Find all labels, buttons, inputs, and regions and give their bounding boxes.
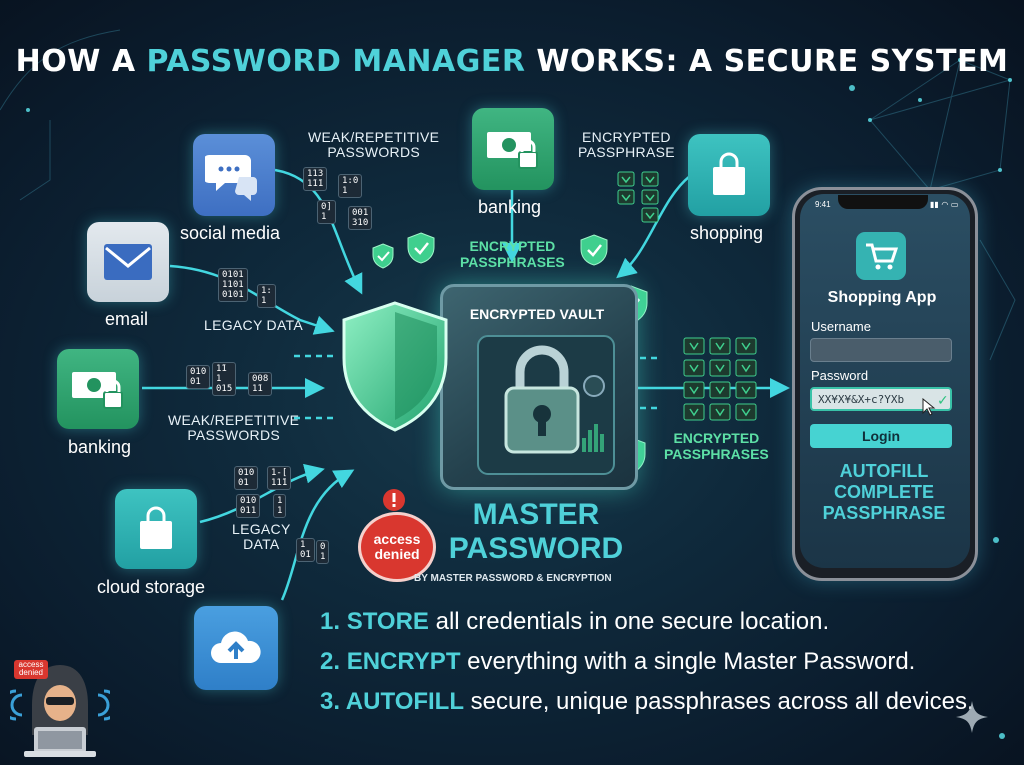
- login-button[interactable]: Login: [810, 424, 952, 448]
- phone-time: 9:41: [815, 200, 831, 209]
- phone-notch: [838, 195, 928, 209]
- encrypted-chip-grid: [683, 337, 757, 421]
- binary-chip: 0] 1: [317, 200, 336, 224]
- money-lock-icon: [487, 132, 538, 169]
- password-label: Password: [811, 368, 869, 383]
- banking-app-tile-left: [57, 349, 139, 429]
- username-label: Username: [811, 319, 871, 334]
- envelope-icon: [104, 244, 152, 280]
- legacy-data-caption-mid: LEGACY DATA: [204, 317, 303, 333]
- cart-icon: [866, 243, 898, 270]
- weak-passwords-caption-top: WEAK/REPETITIVE PASSWORDS: [308, 129, 440, 160]
- step-2: 2. ENCRYPT everything with a single Mast…: [320, 648, 916, 675]
- step-3: 3. AUTOFILL secure, unique passphrases a…: [320, 688, 974, 715]
- chat-bubbles-icon: [205, 155, 257, 201]
- cloud-upload-icon: [211, 631, 261, 663]
- autofill-caption: AUTOFILL COMPLETE PASSPHRASE: [822, 461, 946, 523]
- encrypted-chips: [617, 171, 659, 223]
- sparkle-icon: [956, 701, 988, 733]
- encrypted-passphrase-caption-top: ENCRYPTED PASSPHRASE: [578, 129, 675, 160]
- vault-label: ENCRYPTED VAULT: [469, 306, 605, 322]
- master-password-subtitle: BY MASTER PASSWORD & ENCRYPTION: [414, 573, 612, 584]
- binary-chip: 010 01: [186, 365, 211, 389]
- money-lock-icon: [72, 372, 123, 409]
- binary-chip: 1: 1: [257, 284, 276, 308]
- shield-check-icon: [580, 234, 608, 266]
- binary-chip: 1 0̄1: [296, 538, 315, 562]
- social-media-app-tile: [193, 134, 275, 216]
- legacy-data-caption-low: LEGACY DATA: [232, 521, 291, 552]
- banking-app-tile-top: [472, 108, 554, 190]
- shopping-app-tile: [688, 134, 770, 216]
- cursor-icon: [922, 398, 936, 416]
- binary-chip: 1-[ 11̄1: [267, 466, 292, 490]
- binary-chip: 010 011: [236, 494, 261, 518]
- binary-chip: 1̄1 1 01̄5: [212, 362, 237, 396]
- hacker-access-denied-badge: access denied: [14, 660, 48, 679]
- binary-chip: 1:0 1: [338, 174, 363, 198]
- shopping-bag-icon: [140, 506, 172, 549]
- encrypted-passphrases-caption-center: ENCRYPTED PASSPHRASES: [460, 238, 565, 270]
- shield-check-icon: [372, 243, 394, 269]
- warning-icon: [383, 489, 405, 511]
- binary-chip: 1 1: [273, 494, 287, 518]
- password-field[interactable]: XX¥X¥&X+c?YXb: [810, 387, 952, 411]
- shopping-bag-icon: [713, 152, 745, 195]
- shield-icon: [342, 301, 448, 432]
- banking-left-label: banking: [68, 437, 132, 457]
- master-password-title: MASTER PASSWORD: [448, 498, 624, 565]
- social-media-label: social media: [180, 223, 281, 243]
- shield-check-icon: [407, 232, 435, 264]
- hacker-icon: [10, 665, 110, 757]
- encrypted-passphrases-caption-right: ENCRYPTED PASSPHRASES: [664, 430, 769, 462]
- binary-chip: 113 1̄1̄1: [303, 167, 328, 191]
- binary-chip: 010 01: [234, 466, 259, 490]
- cloud-storage-label: cloud storage: [97, 577, 206, 597]
- cloud-storage-app-tile: [115, 489, 197, 569]
- cloud-upload-app-tile: [194, 606, 278, 690]
- binary-chip: 001 310: [348, 206, 373, 230]
- padlock-icon: [477, 335, 615, 475]
- page-title: HOW A PASSWORD MANAGER WORKS: A SECURE S…: [15, 44, 1009, 79]
- shopping-app-title: Shopping App: [827, 289, 937, 306]
- phone-status-icons: ▮▮ ◠ ▭: [930, 200, 959, 209]
- binary-chip: 0 1: [316, 540, 330, 564]
- binary-chip: 0101 1101 0101: [218, 268, 248, 302]
- shopping-app-icon: [856, 232, 906, 280]
- email-app-tile: [87, 222, 169, 302]
- shopping-label: shopping: [690, 223, 764, 243]
- banking-top-label: banking: [478, 197, 542, 217]
- access-denied-badge: access denied: [358, 512, 436, 582]
- check-icon: ✓: [937, 393, 949, 409]
- weak-passwords-caption-mid: WEAK/REPETITIVE PASSWORDS: [168, 412, 300, 443]
- step-1: 1. STORE all credentials in one secure l…: [320, 608, 830, 635]
- binary-chip: 008 1̄1: [248, 372, 273, 396]
- email-label: email: [105, 309, 149, 329]
- username-field[interactable]: [810, 338, 952, 362]
